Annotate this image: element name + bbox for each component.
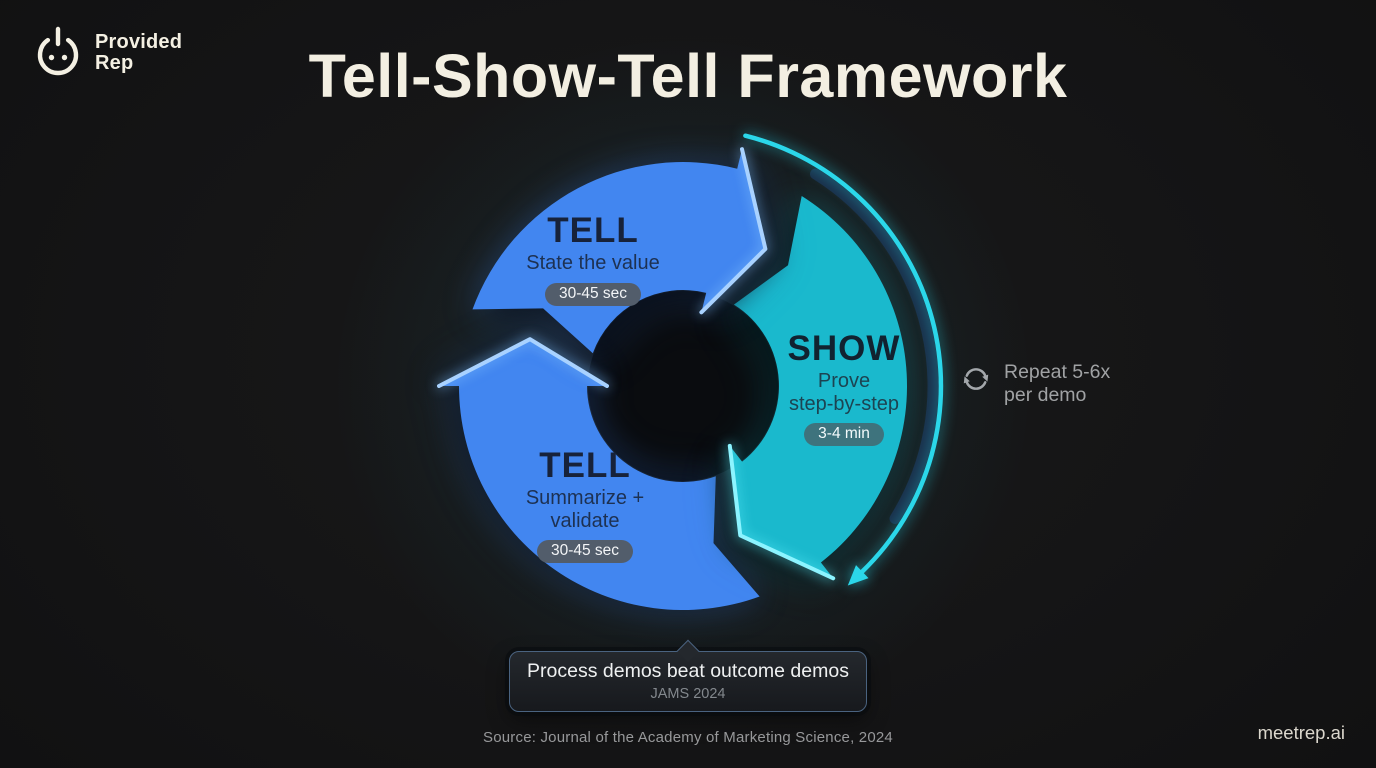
repeat-icon <box>963 368 989 390</box>
callout: Process demos beat outcome demos JAMS 20… <box>509 639 867 712</box>
segment-arrow-edge-show <box>727 443 836 581</box>
brand-logo: Provided Rep <box>32 25 182 81</box>
logo-text: Provided Rep <box>95 30 183 75</box>
repeat-note: Repeat 5-6x per demo <box>961 361 1110 407</box>
cycle-center-hole <box>588 291 778 481</box>
repeat-note-line2: per demo <box>1004 384 1087 406</box>
source-citation: Source: Journal of the Academy of Market… <box>483 729 893 746</box>
segment-arrow-edge-tell-2 <box>437 337 609 388</box>
brand-watermark: meetrep.ai <box>1257 722 1345 743</box>
logo-text-line1: Provided <box>95 30 183 53</box>
cycle-segment-tell-2 <box>439 339 760 611</box>
cycle-diagram <box>437 133 944 611</box>
callout-text: Process demos beat outcome demos <box>527 660 849 682</box>
power-plug-icon <box>37 26 79 76</box>
logo-text-line2: Rep <box>95 52 134 74</box>
repeat-note-text: Repeat 5-6x per demo <box>1004 361 1110 407</box>
segment-arrow-edge-tell-1 <box>699 147 768 315</box>
repeat-cycle-arrowhead <box>847 565 869 586</box>
cycle-segment-show <box>729 196 908 579</box>
repeat-note-line1: Repeat 5-6x <box>1004 361 1111 383</box>
page-title: Tell-Show-Tell Framework <box>308 42 1068 110</box>
outer-shadow-arc <box>810 168 939 524</box>
callout-box: Process demos beat outcome demos JAMS 20… <box>509 639 867 712</box>
repeat-cycle-arc <box>743 133 944 574</box>
callout-source: JAMS 2024 <box>650 686 726 702</box>
